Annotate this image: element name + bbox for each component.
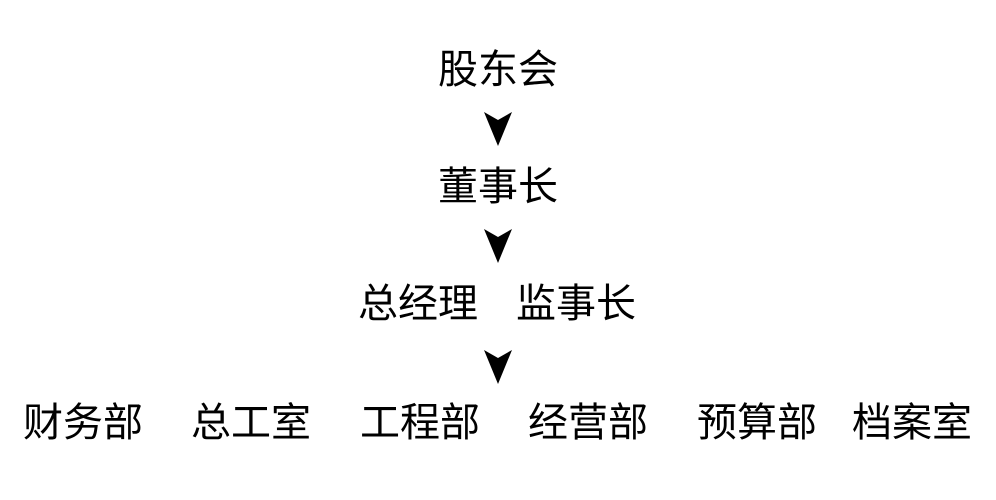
- node-department: 工程部: [360, 400, 480, 446]
- arrow-down-icon: [484, 112, 512, 146]
- node-general-manager: 总经理: [358, 281, 478, 327]
- arrow-down-icon: [484, 350, 512, 384]
- node-department: 预算部: [697, 400, 817, 446]
- node-department: 经营部: [528, 400, 648, 446]
- node-supervisor: 监事长: [516, 281, 636, 327]
- arrow-down-icon: [484, 229, 512, 263]
- node-department: 财务部: [23, 400, 143, 446]
- node-chairman: 董事长: [438, 164, 558, 210]
- node-department: 档案室: [852, 400, 972, 446]
- node-shareholders: 股东会: [438, 47, 558, 93]
- node-department: 总工室: [191, 400, 311, 446]
